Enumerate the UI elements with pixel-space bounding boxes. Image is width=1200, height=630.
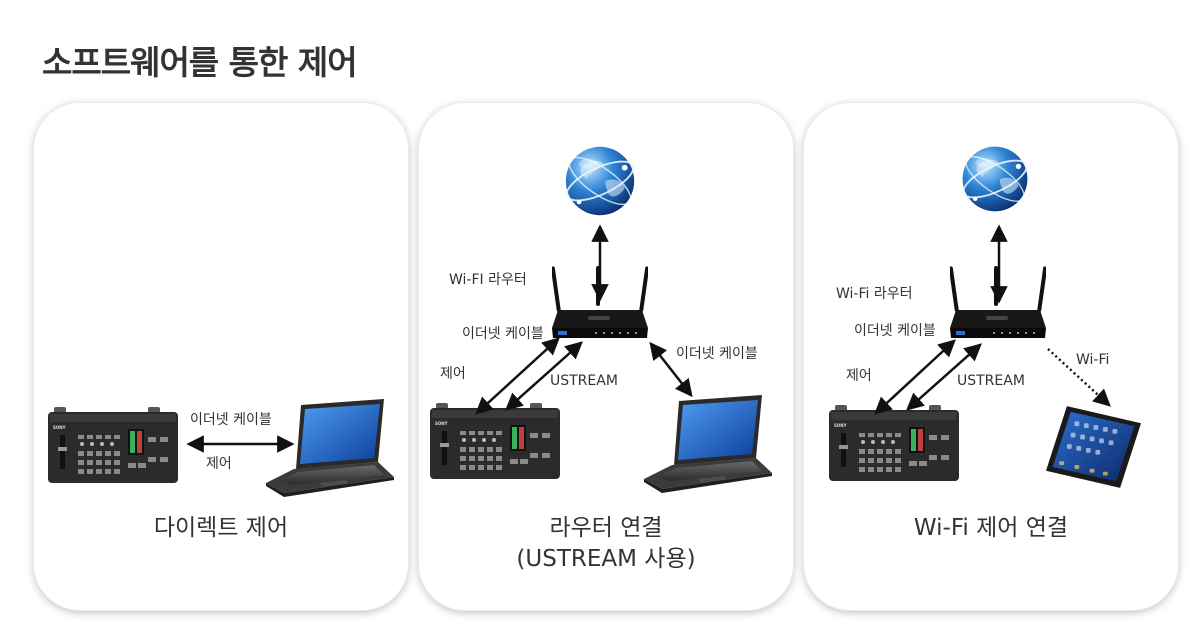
connection-arrows — [475, 224, 693, 415]
panel-caption-line1: 라우터 연결 — [549, 515, 663, 541]
panel-caption-line2: (USTREAM 사용) — [516, 546, 696, 572]
ethernet-label: 이더넷 케이블 — [190, 412, 272, 428]
wifi-label: Wi-Fi — [1076, 352, 1110, 368]
panel-caption: 다이렉트 제어 — [153, 515, 289, 541]
ethernet-label-right: 이더넷 케이블 — [676, 346, 758, 362]
ethernet-label: 이더넷 케이블 — [854, 323, 936, 339]
control-label: 제어 — [440, 366, 466, 382]
ethernet-arrow — [186, 435, 295, 453]
ustream-label: USTREAM — [550, 373, 618, 389]
panel-wifi-connection: Wi-Fi 라우터 이더넷 케이블 제어 USTREAM Wi-Fi Wi-Fi… — [804, 103, 1178, 610]
control-label: 제어 — [206, 456, 232, 472]
router-label: Wi-FI 라우터 — [449, 272, 527, 288]
ustream-label: USTREAM — [957, 373, 1025, 389]
ethernet-label-left: 이더넷 케이블 — [462, 326, 544, 342]
panel-caption: Wi-Fi 제어 연결 — [913, 515, 1069, 541]
panel-router-connection: Wi-FI 라우터 이더넷 케이블 제어 USTREAM 이더넷 케이블 라우터… — [419, 103, 793, 610]
page-title: 소프트웨어를 통한 제어 — [42, 43, 358, 82]
panel-direct-control: 이더넷 케이블 제어 다이렉트 제어 — [34, 103, 408, 610]
connection-arrows — [874, 224, 1111, 415]
router-label: Wi-Fi 라우터 — [836, 286, 913, 302]
control-label: 제어 — [846, 368, 872, 384]
